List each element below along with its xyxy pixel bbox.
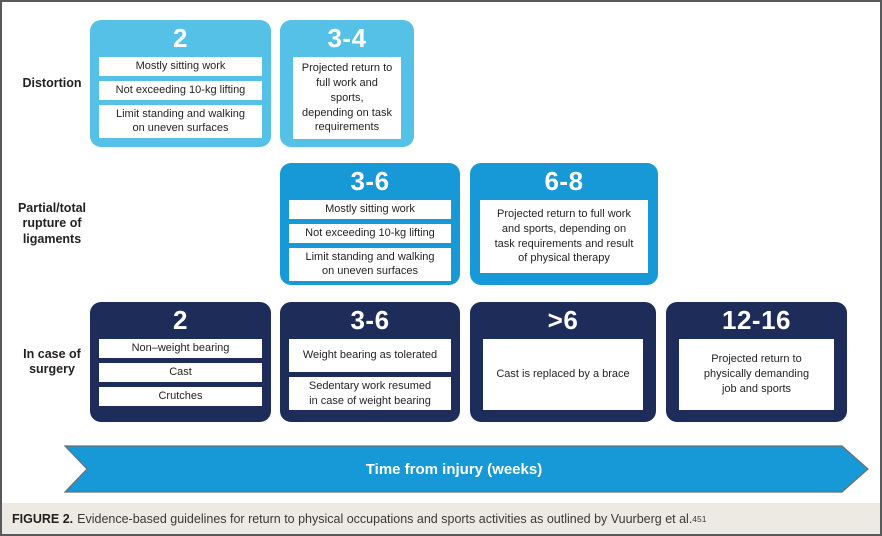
weeks-value: 3-6 <box>350 304 390 335</box>
weeks-value: 3-4 <box>327 22 367 53</box>
box-surgery-12-16: 12-16 Projected return to physically dem… <box>666 302 847 422</box>
row-label-distortion: Distortion <box>22 75 82 90</box>
weeks-value: >6 <box>547 304 579 335</box>
guideline-note: Projected return to physically demanding… <box>679 339 834 410</box>
timeline-arrow-label: Time from injury (weeks) <box>365 460 543 478</box>
timeline-arrow: Time from injury (weeks) <box>64 445 870 493</box>
guideline-item: Mostly sitting work <box>289 200 451 219</box>
guideline-items: Mostly sitting work Not exceeding 10-kg … <box>90 56 271 150</box>
weeks-value: 2 <box>173 304 188 335</box>
row-label-surgery: In case of surgery <box>23 346 81 376</box>
box-surgery-3-6: 3-6 Weight bearing as tolerated Sedentar… <box>280 302 460 422</box>
weeks-value: 12-16 <box>722 304 791 335</box>
guideline-note: Projected return to full work and sports… <box>480 200 648 273</box>
box-rupture-6-8: 6-8 Projected return to full work and sp… <box>470 163 658 285</box>
arrow-shape <box>64 445 869 493</box>
box-rupture-3-6: 3-6 Mostly sitting work Not exceeding 10… <box>280 163 460 285</box>
caption-label: FIGURE 2. <box>12 511 74 526</box>
guideline-items: Mostly sitting work Not exceeding 10-kg … <box>280 199 460 293</box>
guideline-item: Not exceeding 10-kg lifting <box>289 224 451 243</box>
box-distortion-2: 2 Mostly sitting work Not exceeding 10-k… <box>90 20 271 147</box>
guideline-item: Weight bearing as tolerated <box>289 339 451 372</box>
guideline-item: Limit standing and walking on uneven sur… <box>99 105 262 138</box>
guideline-items: Non–weight bearing Cast Crutches <box>90 338 271 422</box>
weeks-value: 3-6 <box>350 165 390 196</box>
guideline-note: Cast is replaced by a brace <box>483 339 643 410</box>
weeks-value: 2 <box>173 22 188 53</box>
guideline-item: Crutches <box>99 387 262 406</box>
figure-caption: FIGURE 2.Evidence-based guidelines for r… <box>2 503 880 534</box>
guideline-items: Weight bearing as tolerated Sedentary wo… <box>280 338 460 422</box>
guideline-item: Cast <box>99 363 262 382</box>
guideline-item: Sedentary work resumed in case of weight… <box>289 377 451 410</box>
weeks-value: 6-8 <box>544 165 584 196</box>
row-label-rupture: Partial/total rupture of ligaments <box>17 201 87 246</box>
caption-text: Evidence-based guidelines for return to … <box>77 511 693 526</box>
box-distortion-3-4: 3-4 Projected return to full work and sp… <box>280 20 414 147</box>
guideline-item: Limit standing and walking on uneven sur… <box>289 248 451 281</box>
box-surgery-gt6: >6 Cast is replaced by a brace <box>470 302 656 422</box>
guideline-note: Projected return to full work and sports… <box>293 57 401 140</box>
box-surgery-2: 2 Non–weight bearing Cast Crutches <box>90 302 271 422</box>
guideline-item: Non–weight bearing <box>99 339 262 358</box>
guideline-item: Mostly sitting work <box>99 57 262 76</box>
guideline-item: Not exceeding 10-kg lifting <box>99 81 262 100</box>
